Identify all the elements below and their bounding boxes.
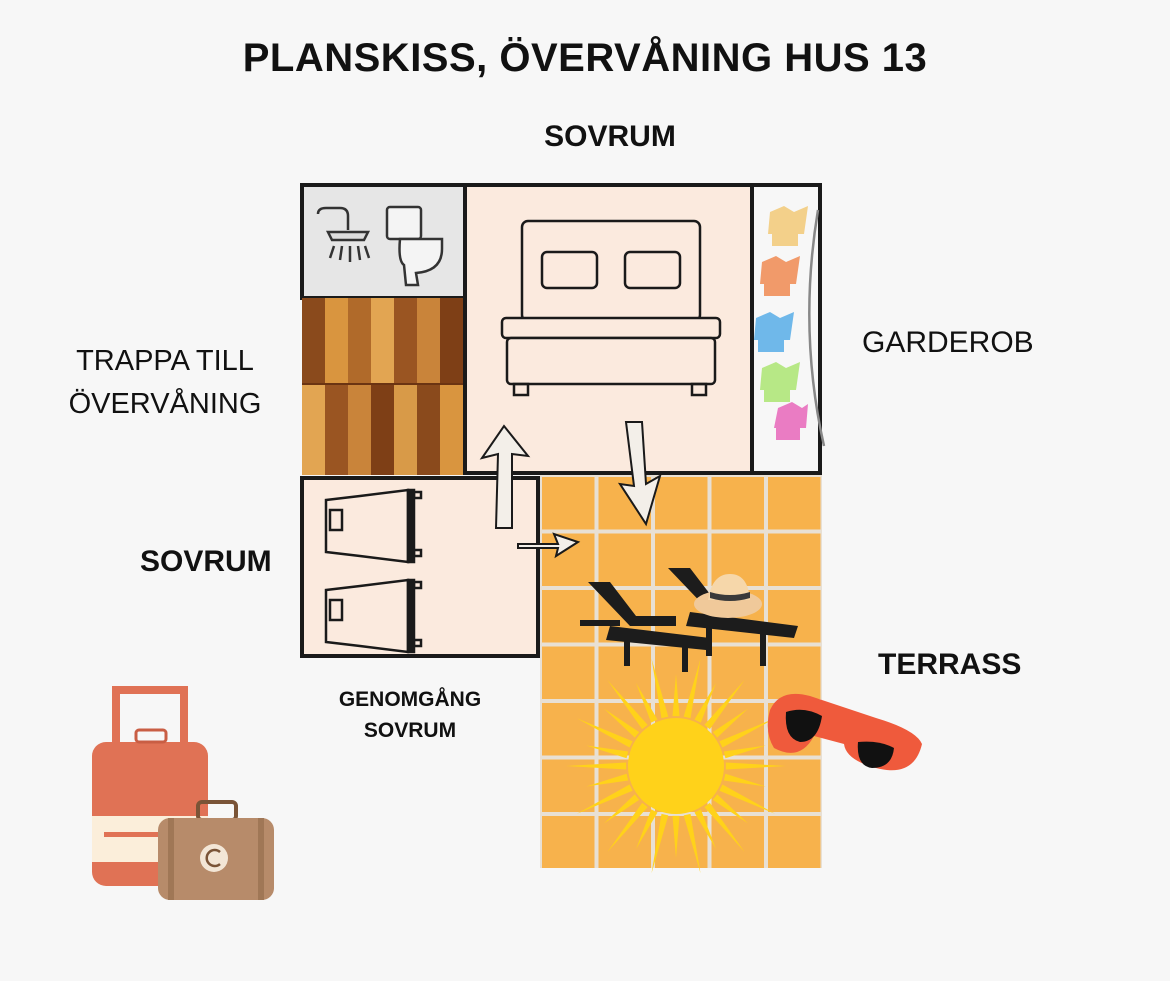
sun-ray bbox=[704, 802, 745, 853]
sun-ray bbox=[704, 679, 745, 730]
sun-ray bbox=[672, 815, 680, 858]
sun-ray bbox=[672, 674, 680, 717]
top-bedroom bbox=[463, 183, 754, 475]
sun-ray bbox=[604, 794, 640, 824]
sun-ray bbox=[636, 809, 658, 849]
sun-ray bbox=[683, 813, 701, 874]
sun-ray bbox=[576, 784, 633, 814]
clothes-rack-icon bbox=[754, 206, 826, 447]
sun-lounger-icon bbox=[580, 582, 710, 672]
room-label-walkthrough: GENOMGÅNG SOVRUM bbox=[320, 684, 500, 746]
sun-ray bbox=[712, 708, 748, 738]
stairs-label-line2: ÖVERVÅNING bbox=[68, 388, 262, 420]
sun-ray bbox=[586, 773, 629, 787]
page-title: PLANSKISS, ÖVERVÅNING HUS 13 bbox=[242, 36, 928, 80]
sun-ray bbox=[651, 658, 669, 719]
wardrobe bbox=[750, 183, 826, 475]
suitcase-icon bbox=[158, 800, 274, 900]
sun-ray bbox=[683, 658, 701, 719]
wood-plank bbox=[394, 384, 418, 475]
sun-ray bbox=[576, 718, 633, 748]
toilet-icon bbox=[385, 205, 444, 287]
stairs bbox=[302, 298, 464, 475]
wood-plank bbox=[417, 298, 441, 384]
double-bed-icon bbox=[500, 219, 722, 397]
wood-plank bbox=[348, 384, 372, 475]
sun-ray bbox=[723, 773, 766, 787]
room-label-wardrobe: GARDEROB bbox=[862, 326, 1034, 359]
shower-icon bbox=[316, 206, 371, 262]
sunglasses-icon bbox=[767, 693, 922, 771]
single-bed-icon bbox=[324, 488, 423, 564]
wood-plank bbox=[371, 384, 395, 475]
sun-ray bbox=[651, 813, 669, 874]
wood-plank bbox=[302, 298, 326, 384]
wood-plank bbox=[348, 298, 372, 384]
arrow-icon bbox=[517, 532, 581, 559]
sun-lounger-icon bbox=[668, 568, 798, 666]
sun-ray bbox=[712, 794, 748, 824]
sun-ray bbox=[694, 683, 716, 723]
stairs-label-line1: TRAPPA TILL bbox=[76, 345, 254, 377]
room-label-left-bedroom: SOVRUM bbox=[140, 545, 272, 578]
room-label-top-bedroom: SOVRUM bbox=[544, 120, 676, 153]
sun-ray bbox=[607, 679, 648, 730]
sun-ray bbox=[719, 784, 776, 814]
wood-plank bbox=[440, 384, 464, 475]
sun-ray bbox=[636, 683, 658, 723]
room-label-terrace: TERRASS bbox=[878, 648, 1022, 681]
room-label-stairs: TRAPPA TILL ÖVERVÅNING bbox=[40, 340, 290, 426]
arrow-icon bbox=[617, 421, 662, 527]
walkthrough-label-line1: GENOMGÅNG bbox=[338, 688, 482, 711]
wood-plank bbox=[440, 298, 464, 384]
sun-ray bbox=[694, 809, 716, 849]
sun-ray bbox=[586, 745, 629, 759]
sun-hat-icon bbox=[694, 574, 762, 618]
sun-ray bbox=[566, 762, 627, 770]
sun-icon bbox=[566, 658, 786, 874]
wood-plank bbox=[417, 384, 441, 475]
sun-ray bbox=[604, 708, 640, 738]
sun-ray bbox=[607, 802, 648, 853]
wood-plank bbox=[302, 384, 326, 475]
wood-plank bbox=[325, 384, 349, 475]
sun-ray bbox=[719, 718, 776, 748]
walkthrough-label-line2: SOVRUM bbox=[363, 719, 457, 742]
sun-ray bbox=[725, 762, 786, 770]
wood-plank bbox=[371, 298, 395, 384]
bathroom bbox=[300, 183, 467, 300]
arrow-icon bbox=[479, 424, 531, 529]
single-bed-icon bbox=[324, 578, 423, 654]
wood-plank bbox=[394, 298, 418, 384]
wood-plank bbox=[325, 298, 349, 384]
sun-ray bbox=[723, 745, 766, 759]
